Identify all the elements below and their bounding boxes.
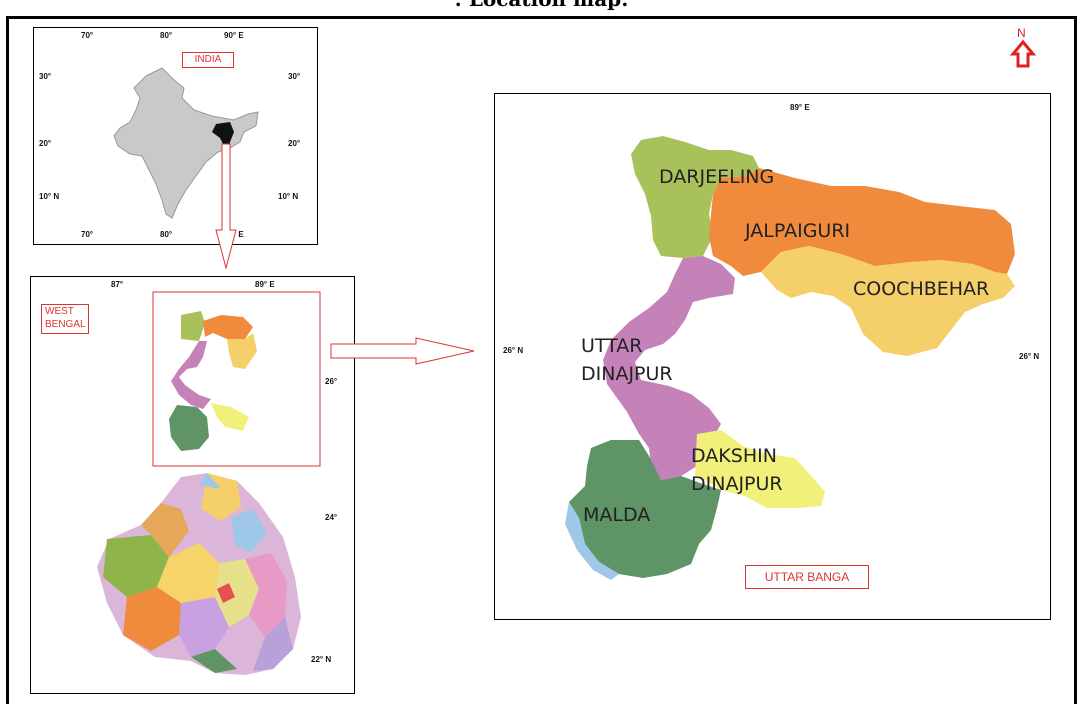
uttar-banga-highlight-box <box>152 291 321 467</box>
india-tick-top-80: 80° <box>160 31 173 40</box>
north-arrow-icon <box>1009 39 1037 68</box>
west-bengal-inset-map: 87° 89° E 26° 24° 22° N WEST BENGAL <box>30 276 355 694</box>
map-title: : Location map: <box>0 0 1083 11</box>
india-tick-right-10: 10° N <box>278 192 299 201</box>
wb-tick-right-24: 24° <box>325 513 338 522</box>
district-label-coochbehar: COOCHBEHAR <box>853 278 990 300</box>
west-bengal-label: WEST BENGAL <box>41 304 89 334</box>
india-tick-right-20: 20° <box>288 139 301 148</box>
india-tick-top-70: 70° <box>81 31 94 40</box>
india-tick-left-10: 10° N <box>39 192 60 201</box>
ub-tick-left-26: 26° N <box>503 346 524 355</box>
india-tick-left-20: 20° <box>39 139 52 148</box>
india-tick-left-30: 30° <box>39 72 52 81</box>
india-tick-bottom-80: 80° <box>160 230 173 239</box>
district-label-malda: MALDA <box>583 504 651 526</box>
district-label-darjeeling: DARJEELING <box>659 166 775 188</box>
district-label-uttar-dinajpur: UTTAR DINAJPUR <box>581 332 693 388</box>
outer-frame <box>6 16 1077 704</box>
india-tick-bottom-70: 70° <box>81 230 94 239</box>
north-letter: N <box>1017 26 1026 40</box>
district-label-dakshin-dinajpur-text: DAKSHIN DINAJPUR <box>691 445 783 495</box>
district-label-dakshin-dinajpur: DAKSHIN DINAJPUR <box>691 442 861 498</box>
district-label-jalpaiguri: JALPAIGURI <box>745 220 851 242</box>
district-label-uttar-dinajpur-text: UTTAR DINAJPUR <box>581 335 673 385</box>
india-label: INDIA <box>182 52 234 68</box>
ub-tick-top-89: 89° E <box>790 103 810 112</box>
india-inset-map: 70° 80° 90° E 70° 80° 90° E 30° 20° 10° … <box>33 27 318 245</box>
north-arrow: N <box>1008 26 1038 76</box>
wb-tick-top-89: 89° E <box>255 280 275 289</box>
uttar-banga-districts <box>565 136 1015 580</box>
uttar-banga-label: UTTAR BANGA <box>745 565 869 589</box>
uttar-banga-map: 89° E 26° N 26° N DARJEELING JALPAIGURI … <box>494 93 1051 620</box>
ub-tick-right-26: 26° N <box>1019 352 1040 361</box>
india-tick-top-90: 90° E <box>224 31 244 40</box>
wb-tick-top-87: 87° <box>111 280 124 289</box>
india-tick-right-30: 30° <box>288 72 301 81</box>
wb-tick-right-26: 26° <box>325 377 338 386</box>
wb-tick-right-22: 22° N <box>311 655 332 664</box>
west-bengal-map <box>97 291 321 675</box>
